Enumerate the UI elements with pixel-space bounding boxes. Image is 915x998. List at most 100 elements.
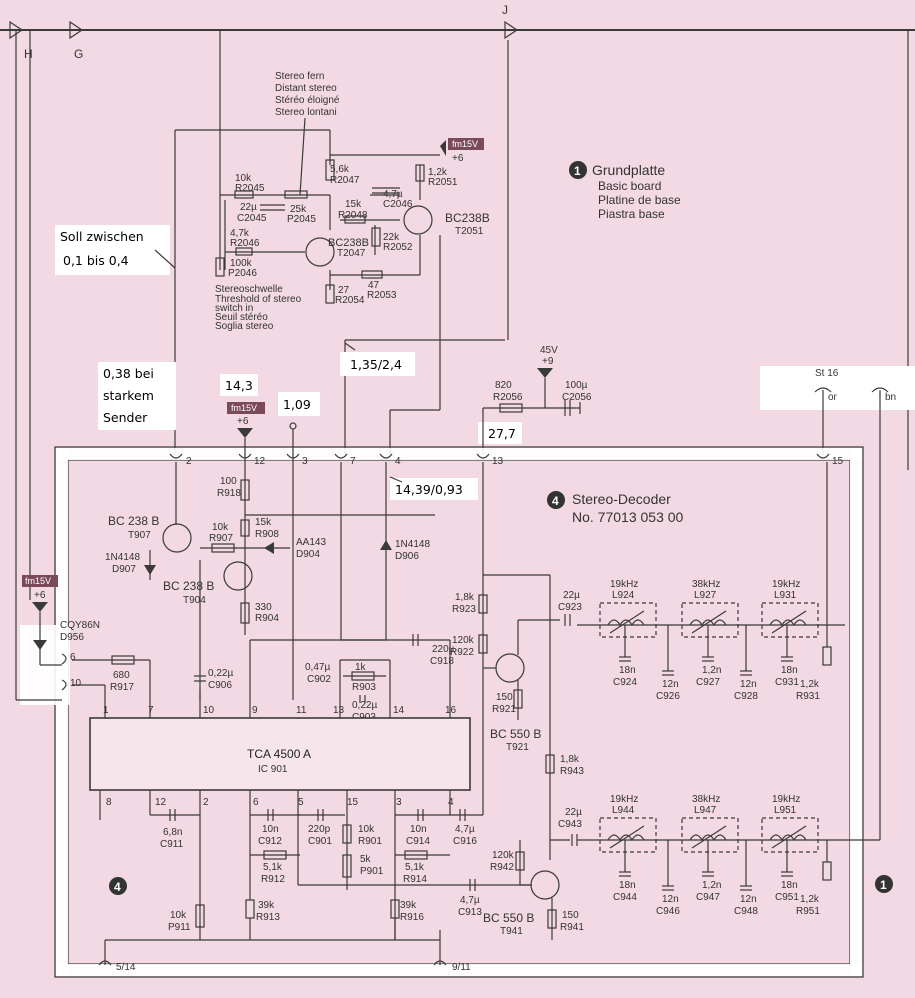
filter-top-coil-box: [681, 602, 739, 638]
filter-top-res-value: 1,2k: [800, 679, 820, 690]
ic-pin-13: 13: [333, 705, 345, 716]
r2045-ref: R2045: [235, 183, 265, 194]
pin-top-15: 15: [832, 456, 844, 467]
connector-g: G: [74, 47, 83, 61]
r917-value: 680: [113, 670, 130, 681]
r922-ref: R922: [450, 647, 474, 658]
ic-pin-b5: 5: [298, 797, 304, 808]
filter-bot-cap-value: 12n: [740, 894, 757, 905]
d907-ref: D907: [112, 564, 136, 575]
c912-ref: C912: [258, 836, 282, 847]
r908-ref: R908: [255, 529, 279, 540]
filter-bot-coil-box: [599, 817, 657, 853]
t921-ref: T921: [506, 742, 529, 753]
rail-p9: +9: [542, 356, 554, 367]
pin-top-2: 2: [186, 456, 192, 467]
c902-value: 0,47µ: [305, 662, 330, 673]
corner-num-1: 1: [880, 878, 887, 892]
t2047-type: BC238B: [328, 237, 369, 249]
c918-ref: C918: [430, 656, 454, 667]
filter-top-coil-box: [761, 602, 819, 638]
filter-top-coil-freq: 19kHz: [772, 579, 800, 590]
filter-top-coil-ref: L927: [694, 590, 717, 601]
r943-value: 1,8k: [560, 754, 580, 765]
r908-value: 15k: [255, 517, 272, 528]
r923-ref: R923: [452, 604, 476, 615]
stereo-fern-it: Stereo lontani: [275, 107, 337, 118]
filter-top-coil-arrow: [771, 610, 807, 634]
pin-top-4: 4: [395, 456, 401, 467]
r913-value: 39k: [258, 900, 275, 911]
c2045-value: 22µ: [240, 202, 257, 213]
note-1-35: 1,35/2,4: [350, 357, 402, 372]
decoder-name: Stereo-Decoder: [572, 491, 671, 507]
d956-type: CQY86N: [60, 620, 100, 631]
corner-num-4: 4: [114, 880, 121, 894]
t941-type: BC 550 B: [483, 911, 534, 925]
rail-pin12-fm15v: fm15V: [231, 403, 257, 413]
rail-led-fm15v: fm15V: [25, 576, 51, 586]
r903-ref: R903: [352, 682, 376, 693]
decoder-top-pins: 2 12 3 7 4 13 15 fm15V +6: [169, 402, 844, 700]
filter-top-coil-arrow: [609, 610, 645, 634]
st16-bn: bn: [885, 392, 896, 403]
filter-top-coil-box: [599, 602, 657, 638]
rail-upper-fm15v: fm15V: [452, 139, 478, 149]
schwelle-en2: switch in: [215, 303, 253, 314]
decoder-left-section: 100 R918 15k R908 10k R907 330 R904 BC 2…: [105, 462, 435, 700]
r914-ref: R914: [403, 874, 427, 885]
filter-top-coil-freq: 19kHz: [610, 579, 638, 590]
c912-value: 10n: [262, 824, 279, 835]
r2047-value: 5,6k: [330, 164, 350, 175]
c2056-value: 100µ: [565, 380, 588, 391]
note-1-09: 1,09: [283, 397, 311, 412]
note-14-39: 14,39/0,93: [395, 482, 463, 497]
pin-top-7: 7: [350, 456, 356, 467]
filter-top-coil-arrow: [691, 610, 727, 634]
pin-top-12: 12: [254, 456, 266, 467]
filter-top-cap-value: 12n: [662, 679, 679, 690]
c911-value: 6,8n: [163, 827, 182, 838]
c923-ref: C923: [558, 602, 582, 613]
grundplatte-en: Basic board: [598, 179, 661, 193]
filter-bot-cap-ref: C948: [734, 906, 758, 917]
ic-pin-b4: 4: [448, 797, 454, 808]
filter-bot-cap-value: 18n: [781, 880, 798, 891]
note-bei-3: Sender: [103, 410, 148, 425]
stereo-switch-circuit: Stereo fern Distant stereo Stéréo éloign…: [174, 71, 505, 455]
t2047-ref: T2047: [337, 248, 366, 259]
r916-ref: R916: [400, 912, 424, 923]
filter-bot-cap-ref: C946: [656, 906, 680, 917]
r918-value: 100: [220, 476, 237, 487]
ic-pin-10: 10: [203, 705, 215, 716]
r943-ref: R943: [560, 766, 584, 777]
r921-ref: R921: [492, 704, 516, 715]
filter-top-cap-value: 12n: [740, 679, 757, 690]
ic-pin-1: 1: [103, 705, 109, 716]
r2048-ref: R2048: [338, 210, 368, 221]
grundplatte-num: 1: [574, 164, 581, 178]
r2053-value: 47: [368, 280, 380, 291]
c911-ref: C911: [160, 839, 184, 850]
grundplatte-title: 1 Grundplatte Basic board Platine de bas…: [569, 161, 681, 221]
ic-pin-14: 14: [393, 705, 405, 716]
p2045-ref: P2045: [287, 214, 316, 225]
c916-value: 4,7µ: [455, 824, 475, 835]
filter-bot-coil-winding: [769, 834, 807, 842]
c2045-ref: C2045: [237, 213, 267, 224]
r907-value: 10k: [212, 522, 229, 533]
r923-value: 1,8k: [455, 592, 475, 603]
filter-bot-res-ref: R951: [796, 906, 820, 917]
filter-top-coil-ref: L931: [774, 590, 797, 601]
c901-ref: C901: [308, 836, 332, 847]
decoder-board: [54, 446, 864, 978]
r2051-ref: R2051: [428, 177, 458, 188]
filter-top-cap-value: 18n: [781, 665, 798, 676]
c943-ref: C943: [558, 819, 582, 830]
filter-bot-cap-value: 1,2n: [702, 880, 721, 891]
c906-value: 0,22µ: [208, 668, 233, 679]
r2056-ref: R2056: [493, 392, 523, 403]
r922-value: 120k: [452, 635, 475, 646]
filter-top-cap-ref: C924: [613, 677, 637, 688]
r912-value: 5,1k: [263, 862, 283, 873]
